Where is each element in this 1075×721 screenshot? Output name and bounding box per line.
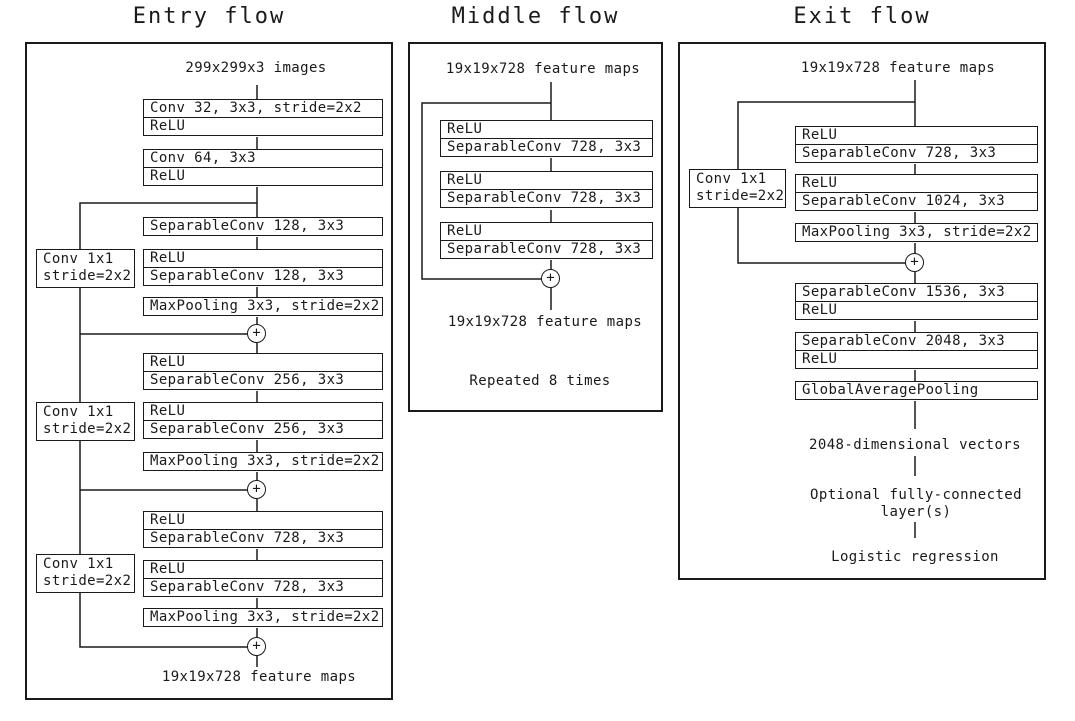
layer-label: ReLU xyxy=(150,561,186,577)
entry-flow-panel xyxy=(25,42,393,700)
layer-label: SeparableConv 728, 3x3 xyxy=(796,144,1037,162)
layer-label: ReLU xyxy=(150,250,186,266)
layer-label: ReLU xyxy=(150,512,186,528)
layer-box-sepconv128b: ReLU SeparableConv 128, 3x3 xyxy=(143,249,383,286)
middle-input-label: 19x19x728 feature maps xyxy=(445,61,641,77)
layer-label: SeparableConv 128, 3x3 xyxy=(150,218,345,234)
residual-add-icon: + xyxy=(247,324,266,343)
layer-label: Conv 64, 3x3 xyxy=(150,150,256,166)
layer-label: SeparableConv 1536, 3x3 xyxy=(802,284,1006,300)
layer-label: MaxPooling 3x3, stride=2x2 xyxy=(150,453,380,469)
middle-repeat-note: Repeated 8 times xyxy=(469,373,611,389)
layer-box-mid-sepconv3: ReLU SeparableConv 728, 3x3 xyxy=(440,222,653,259)
residual-add-icon: + xyxy=(247,480,266,499)
exit-fc-label: Optional fully-connected layer(s) xyxy=(810,487,1022,520)
layer-label: ReLU xyxy=(144,117,382,135)
shortcut-conv-box: Conv 1x1 stride=2x2 xyxy=(689,169,786,208)
layer-label: ReLU xyxy=(802,127,838,143)
layer-label: ReLU xyxy=(150,403,186,419)
layer-label: SeparableConv 728, 3x3 xyxy=(441,240,652,258)
layer-box-maxpool3: MaxPooling 3x3, stride=2x2 xyxy=(143,608,383,627)
layer-box-sepconv256b: ReLU SeparableConv 256, 3x3 xyxy=(143,402,383,439)
residual-add-icon: + xyxy=(905,253,924,272)
layer-label: ReLU xyxy=(447,121,483,137)
layer-label: SeparableConv 728, 3x3 xyxy=(144,578,382,596)
layer-label: SeparableConv 728, 3x3 xyxy=(144,529,382,547)
layer-label: Conv 32, 3x3, stride=2x2 xyxy=(150,100,362,116)
layer-label: SeparableConv 2048, 3x3 xyxy=(802,333,1006,349)
layer-box-global-avg-pool: GlobalAveragePooling xyxy=(795,381,1038,400)
layer-label: ReLU xyxy=(144,167,382,185)
layer-box-sepconv728a: ReLU SeparableConv 728, 3x3 xyxy=(143,511,383,548)
layer-box-exit-sepconv1536: SeparableConv 1536, 3x3 ReLU xyxy=(795,283,1038,320)
exit-vectors-label: 2048-dimensional vectors xyxy=(809,437,1021,453)
middle-skip-connection-lines xyxy=(421,102,551,280)
layer-label: ReLU xyxy=(447,172,483,188)
layer-label: MaxPooling 3x3, stride=2x2 xyxy=(150,609,380,625)
layer-box-sepconv128a: SeparableConv 128, 3x3 xyxy=(143,217,383,236)
layer-label: SeparableConv 256, 3x3 xyxy=(144,420,382,438)
shortcut-conv-box: Conv 1x1 stride=2x2 xyxy=(36,249,135,288)
layer-box-exit-maxpool: MaxPooling 3x3, stride=2x2 xyxy=(795,223,1038,242)
exit-logistic-label: Logistic regression xyxy=(831,549,999,565)
middle-flow-panel xyxy=(408,42,663,412)
layer-label: SeparableConv 128, 3x3 xyxy=(144,267,382,285)
layer-label: ReLU xyxy=(150,354,186,370)
layer-label: ReLU xyxy=(796,350,1037,368)
layer-label: MaxPooling 3x3, stride=2x2 xyxy=(150,298,380,314)
exit-flow-panel xyxy=(678,42,1046,580)
layer-label: SeparableConv 256, 3x3 xyxy=(144,371,382,389)
residual-add-icon: + xyxy=(541,269,560,288)
entry-input-label: 299x299x3 images xyxy=(185,60,327,76)
layer-label: GlobalAveragePooling xyxy=(802,382,979,398)
layer-box-exit-sepconv2048: SeparableConv 2048, 3x3 ReLU xyxy=(795,332,1038,369)
layer-box-sepconv256a: ReLU SeparableConv 256, 3x3 xyxy=(143,353,383,390)
layer-box-maxpool2: MaxPooling 3x3, stride=2x2 xyxy=(143,452,383,471)
shortcut-conv-box: Conv 1x1 stride=2x2 xyxy=(36,402,135,441)
middle-output-label: 19x19x728 feature maps xyxy=(447,314,643,330)
layer-box-mid-sepconv2: ReLU SeparableConv 728, 3x3 xyxy=(440,171,653,208)
layer-box-conv64: Conv 64, 3x3 ReLU xyxy=(143,149,383,186)
entry-flow-title: Entry flow xyxy=(132,4,286,29)
layer-box-sepconv728b: ReLU SeparableConv 728, 3x3 xyxy=(143,560,383,597)
layer-box-mid-sepconv1: ReLU SeparableConv 728, 3x3 xyxy=(440,120,653,157)
layer-box-exit-sepconv1024: ReLU SeparableConv 1024, 3x3 xyxy=(795,174,1038,211)
middle-flow-title: Middle flow xyxy=(451,4,620,29)
exit-flow-title: Exit flow xyxy=(793,4,931,29)
layer-box-exit-sepconv728: ReLU SeparableConv 728, 3x3 xyxy=(795,126,1038,163)
residual-add-icon: + xyxy=(247,637,266,656)
layer-label: SeparableConv 728, 3x3 xyxy=(441,138,652,156)
layer-label: SeparableConv 728, 3x3 xyxy=(441,189,652,207)
layer-box-conv32: Conv 32, 3x3, stride=2x2 ReLU xyxy=(143,99,383,136)
layer-label: ReLU xyxy=(802,175,838,191)
exit-input-label: 19x19x728 feature maps xyxy=(800,60,996,76)
layer-label: ReLU xyxy=(796,301,1037,319)
layer-box-maxpool1: MaxPooling 3x3, stride=2x2 xyxy=(143,297,383,316)
layer-label: MaxPooling 3x3, stride=2x2 xyxy=(802,224,1032,240)
layer-label: SeparableConv 1024, 3x3 xyxy=(796,192,1037,210)
layer-label: ReLU xyxy=(447,223,483,239)
entry-output-label: 19x19x728 feature maps xyxy=(161,669,357,685)
shortcut-conv-box: Conv 1x1 stride=2x2 xyxy=(36,554,135,593)
